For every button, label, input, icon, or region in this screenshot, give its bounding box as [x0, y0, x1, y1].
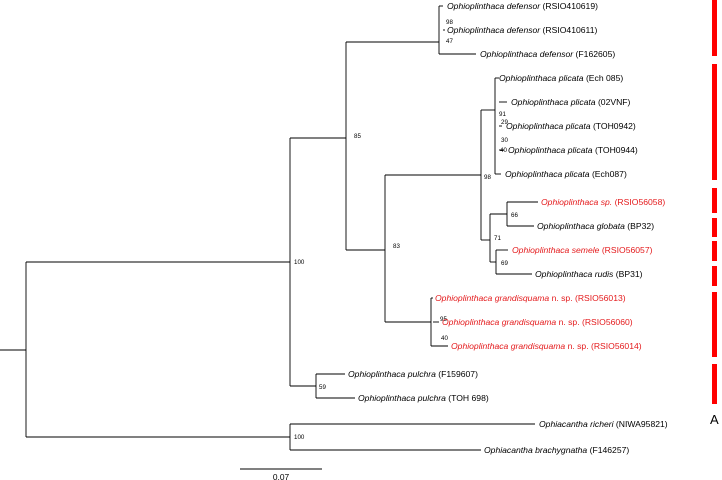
support-value: 29	[501, 119, 508, 126]
clade-bar	[712, 241, 717, 261]
taxon-label: Ophioplinthaca plicata (TOH0942)	[506, 121, 636, 131]
specimen-id: (RSIO410619)	[540, 1, 598, 11]
support-value: 95	[440, 316, 447, 323]
support-value: 69	[501, 260, 508, 267]
taxon-label: Ophioplinthaca defensor (F162605)	[480, 49, 615, 59]
species-name: Ophioplinthaca plicata	[505, 169, 590, 179]
specimen-id: n. sp. (RSIO56060)	[556, 317, 633, 327]
specimen-id: (TOH0944)	[593, 145, 638, 155]
specimen-id: n. sp. (RSIO56013)	[549, 293, 626, 303]
specimen-id: (F159607)	[436, 369, 478, 379]
clade-bar	[712, 64, 717, 180]
taxon-label: Ophioplinthaca defensor (RSIO410611)	[447, 25, 597, 35]
taxon-label: Ophioplinthaca pulchra (F159607)	[348, 369, 478, 379]
species-name: Ophioplinthaca semele	[512, 245, 600, 255]
species-name: Ophioplinthaca grandisquama	[451, 341, 565, 351]
taxon-label: Ophioplinthaca semele (RSIO56057)	[512, 245, 653, 255]
scale-bar: 0.07	[240, 468, 322, 480]
species-name: Ophioplinthaca defensor	[447, 25, 541, 35]
support-value: 100	[294, 434, 305, 441]
specimen-id: (RSIO56058)	[612, 197, 665, 207]
scale-label: 0.07	[273, 472, 290, 480]
clade-bar	[712, 218, 717, 237]
taxon-label: Ophioplinthaca grandisquama n. sp. (RSIO…	[442, 317, 633, 327]
species-name: Ophioplinthaca defensor	[480, 49, 574, 59]
species-name: Ophioplinthaca plicata	[499, 73, 584, 83]
taxon-label: Ophioplinthaca grandisquama n. sp. (RSIO…	[451, 341, 642, 351]
specimen-id: (TOH0942)	[591, 121, 636, 131]
taxon-label: Ophioplinthaca plicata (Ech 085)	[499, 73, 623, 83]
species-name: Ophioplinthaca plicata	[508, 145, 593, 155]
species-name: Ophioplinthaca grandisquama	[435, 293, 549, 303]
taxon-label: Ophioplinthaca pulchra (TOH 698)	[358, 393, 489, 403]
species-name: Ophiacantha brachygnatha	[484, 445, 587, 455]
support-value: 83	[393, 243, 400, 250]
support-value: 85	[354, 133, 361, 140]
specimen-id: (BP32)	[625, 221, 654, 231]
support-value: 98	[484, 174, 491, 181]
specimen-id: (F162605)	[573, 49, 615, 59]
specimen-id: (BP31)	[613, 269, 642, 279]
taxon-label: Ophioplinthaca rudis (BP31)	[535, 269, 643, 279]
specimen-id: (Ech087)	[590, 169, 627, 179]
taxon-label: Ophioplinthaca plicata (TOH0944)	[508, 145, 638, 155]
species-name: Ophioplinthaca pulchra	[358, 393, 446, 403]
species-name: Ophioplinthaca sp.	[541, 197, 612, 207]
taxon-label: Ophioplinthaca grandisquama n. sp. (RSIO…	[435, 293, 626, 303]
specimen-id: (F146257)	[587, 445, 629, 455]
clade-bar	[712, 292, 717, 357]
specimen-id: (02VNF)	[596, 97, 631, 107]
species-name: Ophioplinthaca pulchra	[348, 369, 436, 379]
clade-letter: A	[710, 412, 719, 427]
support-value: 71	[494, 235, 501, 242]
species-name: Ophioplinthaca plicata	[511, 97, 596, 107]
taxon-label: Ophioplinthaca globata (BP32)	[537, 221, 654, 231]
taxon-label: Ophioplinthaca sp. (RSIO56058)	[541, 197, 665, 207]
clade-bar	[712, 0, 717, 56]
specimen-id: (RSIO410611)	[540, 25, 597, 35]
species-name: Ophioplinthaca plicata	[506, 121, 591, 131]
clade-bar	[712, 266, 717, 286]
support-value: 47	[446, 38, 453, 45]
specimen-id: (RSIO56057)	[599, 245, 652, 255]
taxon-label: Ophiacantha brachygnatha (F146257)	[484, 445, 629, 455]
support-value: 91	[499, 111, 506, 118]
taxon-labels: Ophioplinthaca defensor (RSIO410619)Ophi…	[348, 1, 668, 455]
species-name: Ophioplinthaca globata	[537, 221, 625, 231]
tree-branches	[0, 5, 538, 451]
taxon-label: Ophiacantha richeri (NIWA95821)	[539, 419, 668, 429]
support-value: 30	[501, 137, 508, 144]
taxon-label: Ophioplinthaca plicata (02VNF)	[511, 97, 631, 107]
species-name: Ophioplinthaca rudis	[535, 269, 614, 279]
support-value: 66	[511, 212, 518, 219]
specimen-id: n. sp. (RSIO56014)	[565, 341, 642, 351]
support-value: 59	[319, 384, 326, 391]
support-value: 40	[500, 147, 507, 154]
clade-bar	[712, 364, 717, 404]
specimen-id: (TOH 698)	[446, 393, 489, 403]
taxon-label: Ophioplinthaca plicata (Ech087)	[505, 169, 627, 179]
clade-bars	[712, 0, 717, 404]
support-value: 40	[441, 335, 448, 342]
specimen-id: (NIWA95821)	[614, 419, 668, 429]
clade-bar	[712, 188, 717, 213]
species-name: Ophiacantha richeri	[539, 419, 615, 429]
species-name: Ophioplinthaca grandisquama	[442, 317, 556, 327]
support-value: 98	[446, 19, 453, 26]
species-name: Ophioplinthaca defensor	[447, 1, 541, 11]
support-value: 100	[294, 259, 305, 266]
specimen-id: (Ech 085)	[584, 73, 624, 83]
taxon-label: Ophioplinthaca defensor (RSIO410619)	[447, 1, 598, 11]
